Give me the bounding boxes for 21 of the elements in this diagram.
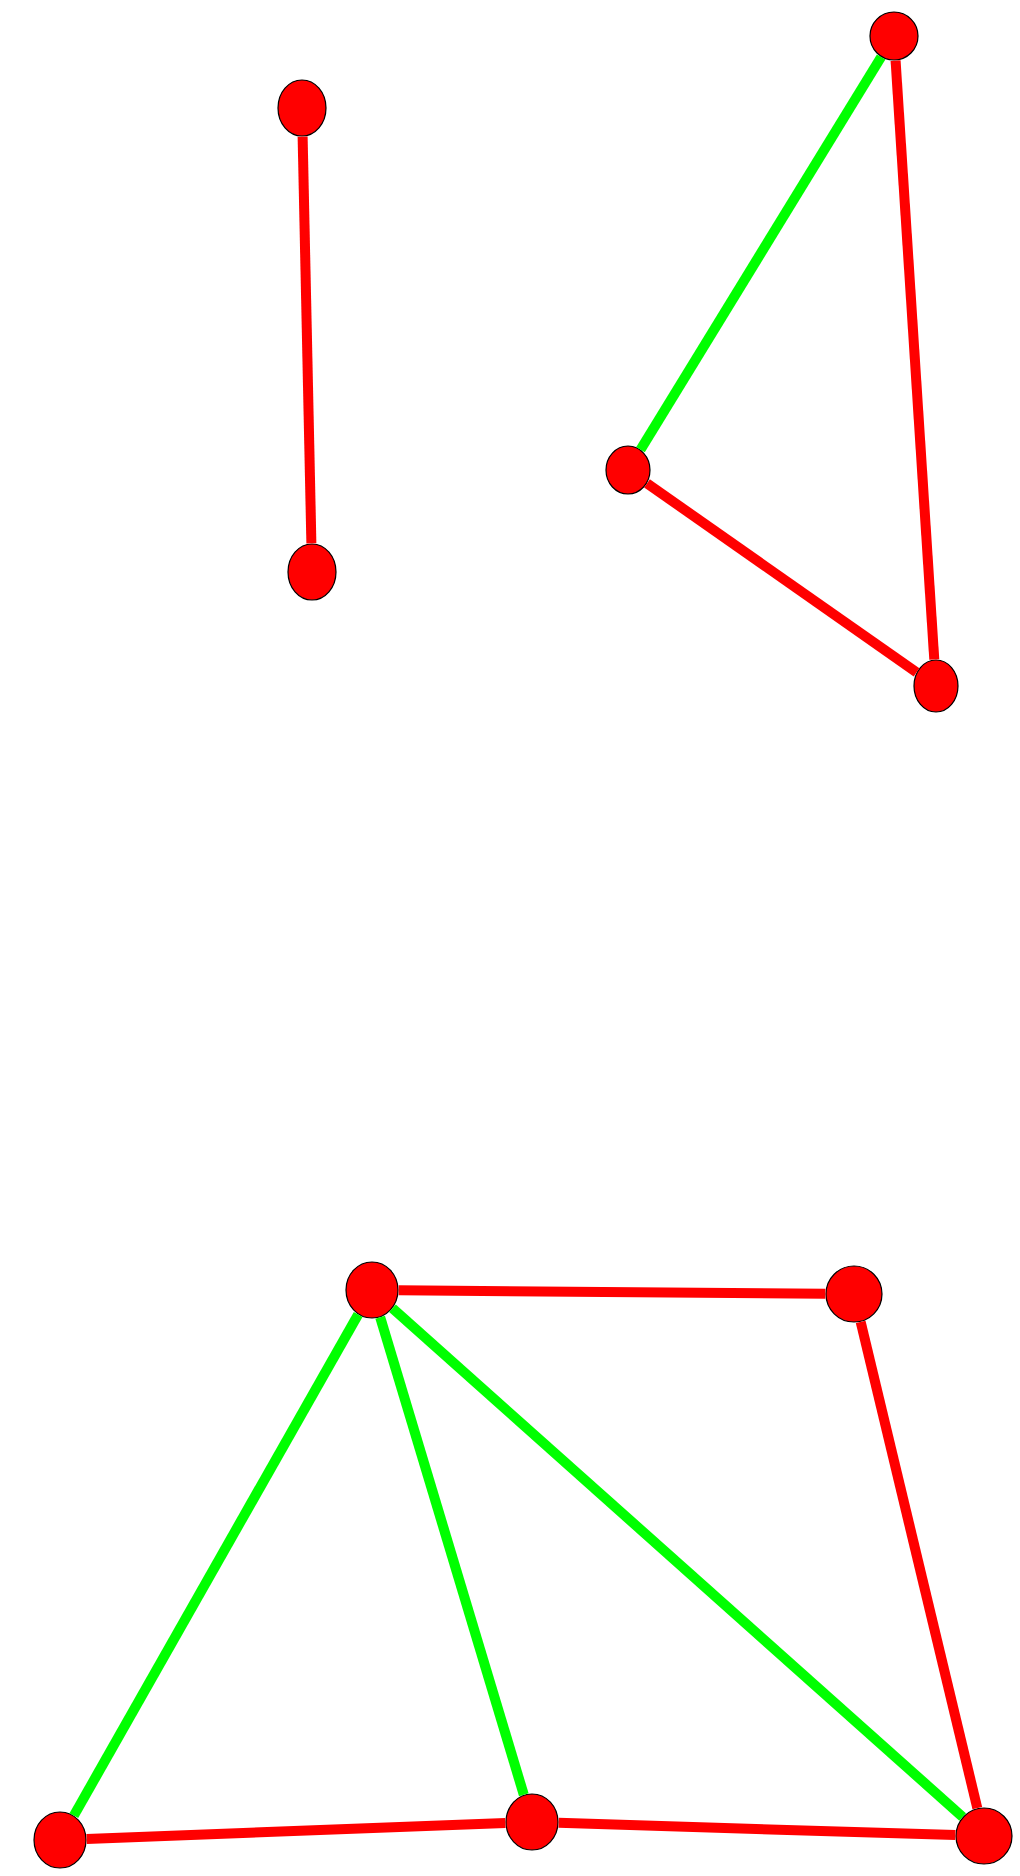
graph-vertex — [505, 1793, 559, 1851]
edge-line — [558, 1817, 956, 1841]
graph-vertex — [955, 1807, 1013, 1865]
edge-line — [69, 1311, 363, 1819]
edge-line — [890, 60, 940, 660]
edge-line — [375, 1315, 529, 1797]
edge-line — [297, 136, 317, 544]
graph-vertex — [345, 1261, 399, 1319]
graph-vertex — [287, 543, 337, 601]
graph-vertex — [869, 11, 919, 61]
graph-vertex — [605, 445, 651, 495]
graph-vertex — [33, 1811, 87, 1869]
edge-line — [636, 54, 886, 453]
edge-line — [855, 1320, 983, 1810]
graph-vertex — [825, 1265, 883, 1323]
edge-line — [389, 1304, 966, 1821]
graph-vertex — [913, 659, 959, 713]
graph-vertex — [277, 79, 327, 137]
edge-line — [644, 479, 920, 677]
edge-line — [86, 1818, 506, 1844]
edge-line — [398, 1285, 826, 1299]
